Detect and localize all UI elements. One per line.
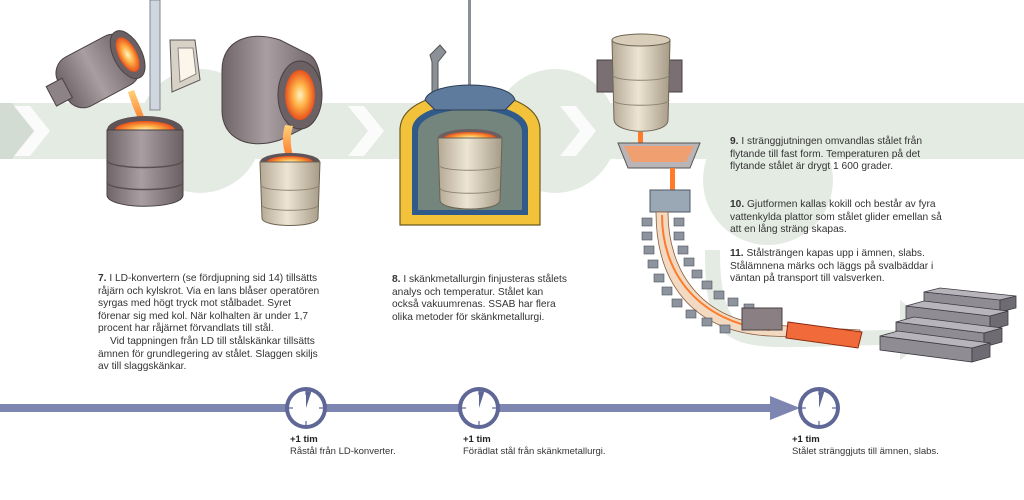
step-8-text: 8. I skänkmetallurgin finjusteras stålet… (392, 274, 568, 324)
step-description: I stränggjutningen omvandlas stålet från… (730, 136, 922, 173)
clock-icon (798, 387, 840, 429)
step-10-text: 10. Gjutformen kallas kokill och består … (730, 199, 952, 237)
slabs-illustration (879, 287, 1017, 363)
arrow-right-icon (14, 106, 50, 156)
ladle-metallurgy-illustration (399, 0, 541, 226)
step-number: 9. (730, 136, 739, 147)
step-9-text: 9. I stränggjutningen omvandlas stålet f… (730, 136, 952, 174)
timeline (0, 396, 800, 420)
arrow-right-icon (560, 106, 596, 156)
timeline-time: +1 tim (463, 434, 491, 445)
clock-icon (285, 387, 327, 429)
timeline-time: +1 tim (792, 434, 820, 445)
timeline-label: Råstål från LD-konverter. (290, 446, 396, 457)
step-description: I LD-konvertern (se fördjupning sid 14) … (98, 273, 320, 335)
timeline-caption-3: +1 tim Stålet stränggjuts till ämnen, sl… (792, 434, 939, 458)
timeline-arrowhead-icon (770, 396, 800, 420)
ld-converter-illustration (45, 0, 201, 207)
clock-icon (458, 387, 500, 429)
step-number: 8. (392, 274, 401, 285)
timeline-caption-2: +1 tim Förädlat stål från skänkmetallurg… (463, 434, 606, 458)
step-7-text: 7. I LD-konvertern (se fördjupning sid 1… (98, 273, 320, 374)
timeline-label: Stålet stränggjuts till ämnen, slabs. (792, 446, 939, 457)
step-description-continued: Vid tappningen från LD till stålskänkar … (98, 335, 318, 373)
timeline-caption-1: +1 tim Råstål från LD-konverter. (290, 434, 396, 458)
step-description: Gjutformen kallas kokill och består av f… (730, 199, 942, 236)
continuous-casting-illustration (596, 33, 863, 349)
timeline-label: Förädlat stål från skänkmetallurgi. (463, 446, 606, 457)
tapping-illustration (221, 35, 323, 226)
arrow-right-icon (348, 106, 384, 156)
timeline-time: +1 tim (290, 434, 318, 445)
step-description: Stålsträngen kapas upp i ämnen, slabs. S… (730, 248, 934, 285)
step-number: 7. (98, 273, 107, 284)
step-11-text: 11. Stålsträngen kapas upp i ämnen, slab… (730, 248, 952, 286)
step-description: I skänkmetallurgin finjusteras stålets a… (392, 274, 567, 323)
step-number: 10. (730, 199, 745, 210)
step-number: 11. (730, 248, 744, 259)
